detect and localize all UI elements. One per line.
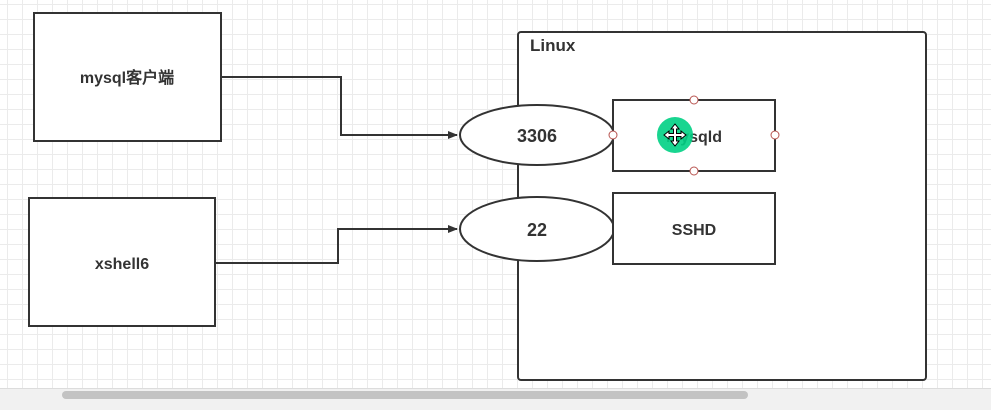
xshell-to-22-arrow[interactable] — [215, 225, 458, 264]
resize-handle-bottom[interactable] — [689, 166, 699, 176]
resize-handle-right[interactable] — [770, 130, 780, 140]
port-22-label: 22 — [527, 220, 547, 240]
port-3306-label: 3306 — [517, 126, 557, 146]
port-3306-ellipse[interactable]: 3306 — [459, 104, 615, 166]
move-cursor-icon — [657, 117, 693, 153]
resize-handle-top[interactable] — [689, 95, 699, 105]
client-to-3306-arrow[interactable] — [221, 76, 458, 139]
mysqld-box[interactable]: mysqld — [608, 95, 780, 176]
port-22-ellipse[interactable]: 22 — [459, 196, 615, 262]
horizontal-scrollbar-thumb[interactable] — [62, 391, 748, 399]
xshell-label: xshell6 — [95, 256, 149, 273]
linux-label: Linux — [530, 36, 576, 55]
sshd-label: SSHD — [672, 222, 716, 239]
resize-handle-left[interactable] — [608, 130, 618, 140]
mysql-client-label: mysql客户端 — [80, 68, 174, 87]
xshell-box[interactable]: xshell6 — [28, 197, 216, 327]
mysql-client-box[interactable]: mysql客户端 — [33, 12, 222, 142]
sshd-box[interactable]: SSHD — [612, 192, 776, 265]
